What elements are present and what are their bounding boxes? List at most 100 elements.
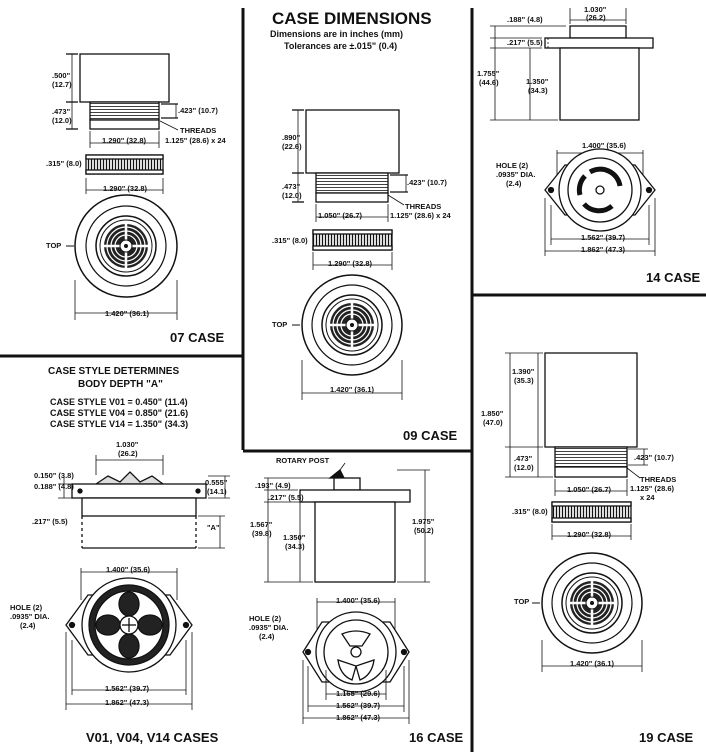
case-v-style-v04: CASE STYLE V04 = 0.850" (21.6) [50, 408, 189, 418]
case-19-threads-x: x 24 [640, 493, 655, 502]
case-16-dim-193: .193" (4.9) [255, 481, 291, 490]
case-14-hole: HOLE (2) [496, 161, 529, 170]
case-v-dim-1400: 1.400" (35.6) [106, 565, 151, 574]
case-v-dim-1030-mm: (26.2) [118, 449, 138, 458]
case-v-dim-217: .217" (5.5) [32, 517, 68, 526]
panel-divider [0, 8, 706, 752]
case-14-dim-1755: 1.755" [477, 69, 500, 78]
case-19-dim-473: .473" [514, 454, 533, 463]
case-16-dim-1975-mm: (50.2) [414, 526, 434, 535]
case-v-dim-a: "A" [207, 523, 220, 532]
case-07-dim-1290: 1.290" (32.8) [102, 136, 147, 145]
case-09-dim-315: .315" (8.0) [272, 236, 308, 245]
case-07-dim-1420: 1.420" (36.1) [105, 309, 150, 318]
page-title: CASE DIMENSIONS [272, 9, 432, 28]
case-14-dim-1755-mm: (44.6) [479, 78, 499, 87]
case-09-top-view [292, 274, 403, 400]
case-16-dim-1350-mm: (34.3) [285, 542, 305, 551]
case-19-dim-1050: 1.050" (26.7) [567, 485, 612, 494]
case-v-heading-2: BODY DEPTH "A" [78, 379, 163, 390]
case-19-dim-1390-mm: (35.3) [514, 376, 534, 385]
case-07-top-view [66, 194, 178, 320]
case-14-dim-1350: 1.350" [526, 77, 549, 86]
case-09-dim-473-mm: (12.0) [282, 191, 302, 200]
case-v-dim-1030: 1.030" [116, 440, 139, 449]
case-19-side-view [505, 352, 648, 496]
case-07-dim-500-mm: (12.7) [52, 80, 72, 89]
case-16-dim-1165: 1.165" (29.6) [336, 689, 381, 698]
case-19-dim-1850-mm: (47.0) [483, 418, 503, 427]
case-v-label: V01, V04, V14 CASES [86, 730, 219, 745]
case-09-threads-spec: 1.125" (28.6) x 24 [390, 211, 451, 220]
case-07-side-view [66, 53, 179, 148]
case-16-dim-1567: 1.567" [250, 520, 273, 529]
case-07-threads-spec: 1.125" (28.6) x 24 [165, 136, 226, 145]
case-14-dim-1562: 1.562" (39.7) [581, 233, 626, 242]
case-07-dim-315: .315" (8.0) [46, 159, 82, 168]
case-09-side-view [292, 109, 408, 222]
case-v-style-v01: CASE STYLE V01 = 0.450" (11.4) [50, 397, 188, 407]
case-v-hole: HOLE (2) [10, 603, 43, 612]
case-14-top-view [544, 148, 656, 256]
page-subtitle-units: Dimensions are in inches (mm) [270, 29, 404, 39]
case-19-top: TOP [514, 597, 530, 606]
case-14-side-view [490, 8, 654, 121]
case-v-dim-555: 0.555" [205, 478, 228, 487]
case-09-threads: THREADS [405, 202, 442, 211]
case-v-hole-mm: (2.4) [20, 621, 36, 630]
case-v-dim-188: 0.188" (4.8) [34, 482, 74, 491]
case-16-top-view [302, 598, 410, 724]
case-16-dim-1862: 1.862" (47.3) [336, 713, 381, 722]
case-16-hole-dia: .0935" DIA. [249, 623, 289, 632]
case-19-dim-423: .423" (10.7) [634, 453, 674, 462]
case-07-label: 07 CASE [170, 330, 225, 345]
case-19-dim-473-mm: (12.0) [514, 463, 534, 472]
page-subtitle-tolerance: Tolerances are ±.015" (0.4) [284, 41, 398, 51]
case-09-dim-1420: 1.420" (36.1) [330, 385, 375, 394]
case-19-label: 19 CASE [639, 730, 694, 745]
case-09-dim-1290: 1.290" (32.8) [328, 259, 373, 268]
case-07-ring-view [85, 154, 164, 194]
case-16-dim-1567-mm: (39.8) [252, 529, 272, 538]
case-14-dim-1350-mm: (34.3) [528, 86, 548, 95]
case-19-dim-1390: 1.390" [512, 367, 535, 376]
case-09-dim-890-mm: (22.6) [282, 142, 302, 151]
case-19-top-view [532, 552, 643, 672]
case-16-side-view [264, 462, 430, 583]
case-07-dim-500: .500" [52, 71, 71, 80]
case-07-dim-473-mm: (12.0) [52, 116, 72, 125]
case-16-dim-217: .217" (5.5) [268, 493, 304, 502]
case-v-dim-150: 0.150" (3.8) [34, 471, 74, 480]
case-14-dim-1862: 1.862" (47.3) [581, 245, 626, 254]
case-v-side-view [58, 455, 230, 549]
case-14-hole-dia: .0935" DIA. [496, 170, 536, 179]
case-16-hole-mm: (2.4) [259, 632, 275, 641]
case-09-top: TOP [272, 320, 288, 329]
case-v-top-view [65, 568, 193, 710]
case-16-hole: HOLE (2) [249, 614, 282, 623]
case-v-heading-1: CASE STYLE DETERMINES [48, 366, 180, 377]
case-16-dim-1350: 1.350" [283, 533, 306, 542]
case-14-dim-217: .217" (5.5) [507, 38, 543, 47]
case-14-dim-188: .188" (4.8) [507, 15, 543, 24]
case-v-style-v14: CASE STYLE V14 = 1.350" (34.3) [50, 419, 189, 429]
case-07-dim-423: .423" (10.7) [178, 106, 218, 115]
case-16-dim-1975: 1.975" [412, 517, 435, 526]
case-16-dim-1400: 1.400" (35.6) [336, 596, 381, 605]
case-14-dim-1400: 1.400" (35.6) [582, 141, 627, 150]
case-v-dim-1562: 1.562" (39.7) [105, 684, 150, 693]
case-09-dim-473: .473" [282, 182, 301, 191]
case-19-dim-1290: 1.290" (32.8) [567, 530, 612, 539]
case-16-dim-1562: 1.562" (39.7) [336, 701, 381, 710]
case-09-dim-890: .890" [282, 133, 301, 142]
case-16-label: 16 CASE [409, 730, 464, 745]
case-07-dim-1290b: 1.290" (32.8) [103, 184, 148, 193]
case-19-threads: THREADS [640, 475, 677, 484]
case-14-dim-1030: 1.030" [584, 5, 607, 14]
case-07-dim-473: .473" [52, 107, 71, 116]
case-19-dim-1850: 1.850" [481, 409, 504, 418]
case-09-label: 09 CASE [403, 428, 458, 443]
case-19-dim-1420: 1.420" (36.1) [570, 659, 615, 668]
case-16-rotary-post: ROTARY POST [276, 456, 330, 465]
